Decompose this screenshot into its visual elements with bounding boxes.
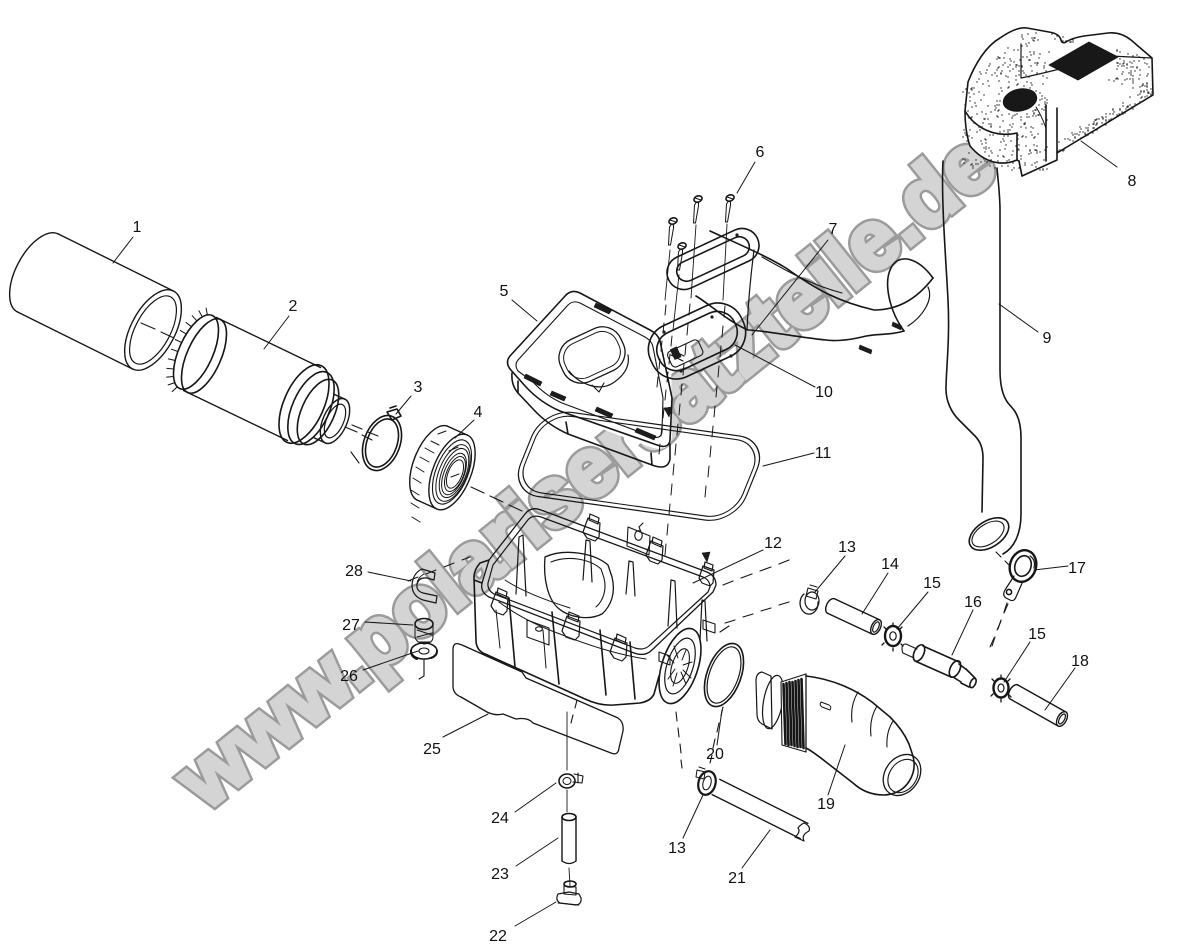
- svg-text:4: 4: [474, 404, 483, 421]
- svg-text:3: 3: [414, 379, 423, 396]
- svg-text:7: 7: [829, 221, 838, 238]
- svg-text:28: 28: [345, 563, 363, 580]
- svg-text:20: 20: [706, 746, 724, 763]
- svg-text:10: 10: [815, 384, 833, 401]
- svg-text:9: 9: [1043, 330, 1052, 347]
- svg-text:16: 16: [964, 594, 982, 611]
- svg-text:8: 8: [1128, 173, 1137, 190]
- svg-text:13: 13: [668, 840, 686, 857]
- svg-text:14: 14: [881, 556, 899, 573]
- svg-text:25: 25: [423, 741, 441, 758]
- svg-text:22: 22: [489, 928, 507, 945]
- svg-text:21: 21: [728, 870, 746, 887]
- svg-text:23: 23: [491, 866, 509, 883]
- svg-text:13: 13: [838, 539, 856, 556]
- svg-text:17: 17: [1068, 560, 1086, 577]
- svg-text:5: 5: [500, 283, 509, 300]
- svg-text:1: 1: [133, 219, 142, 236]
- svg-text:27: 27: [342, 617, 360, 634]
- svg-text:2: 2: [289, 298, 298, 315]
- svg-text:18: 18: [1071, 653, 1089, 670]
- svg-text:19: 19: [817, 796, 835, 813]
- svg-text:6: 6: [756, 144, 765, 161]
- svg-text:www.polarisersatzteile.de: www.polarisersatzteile.de: [158, 114, 1013, 827]
- svg-text:15: 15: [923, 575, 941, 592]
- svg-text:12: 12: [764, 535, 782, 552]
- svg-text:15: 15: [1028, 626, 1046, 643]
- svg-text:11: 11: [815, 445, 832, 462]
- svg-text:26: 26: [340, 668, 358, 685]
- svg-text:24: 24: [491, 810, 509, 827]
